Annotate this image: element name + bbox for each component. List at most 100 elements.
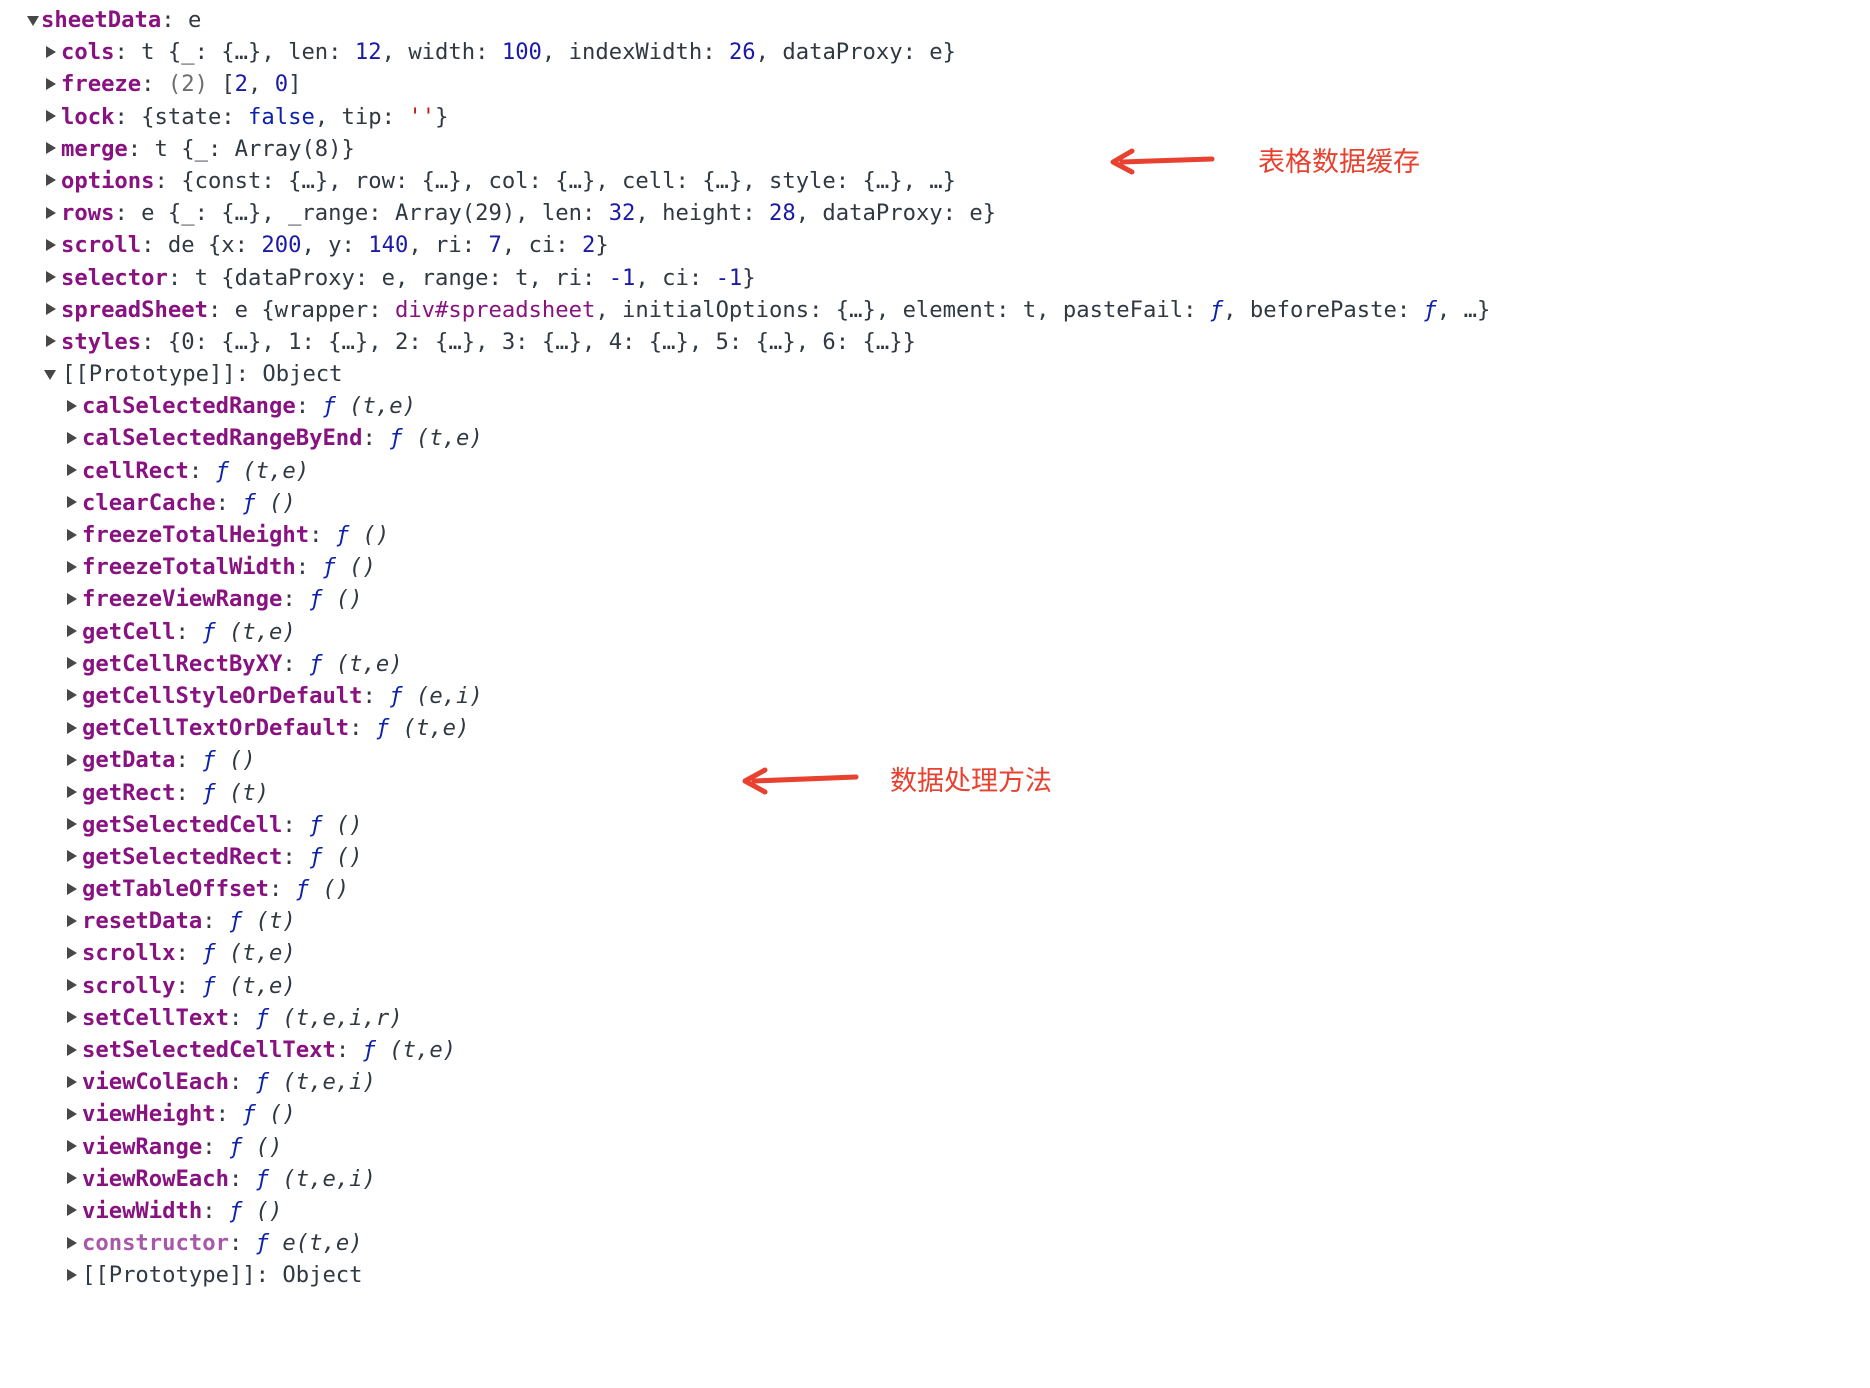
collapsed-triangle-icon[interactable] — [46, 77, 56, 90]
collapsed-triangle-icon[interactable] — [67, 399, 77, 412]
tree-row-method[interactable]: scrolly: ƒ (t,e) — [0, 970, 1870, 1002]
constructor-value: e(t,e) — [282, 1230, 363, 1257]
collapsed-triangle-icon[interactable] — [67, 592, 77, 605]
tree-row-method[interactable]: getSelectedRect: ƒ () — [0, 841, 1870, 873]
tree-row-merge[interactable]: merge: t {_: Array(8)} — [0, 133, 1870, 165]
collapsed-triangle-icon[interactable] — [46, 303, 56, 316]
collapsed-triangle-icon[interactable] — [67, 464, 77, 477]
tree-row-method[interactable]: viewColEach: ƒ (t,e,i) — [0, 1066, 1870, 1098]
method-args: (t,e) — [415, 425, 483, 452]
collapsed-triangle-icon[interactable] — [46, 142, 56, 155]
collapsed-triangle-icon[interactable] — [46, 238, 56, 251]
tree-row-method[interactable]: viewWidth: ƒ () — [0, 1195, 1870, 1227]
function-symbol: ƒ — [202, 747, 216, 774]
collapsed-triangle-icon[interactable] — [46, 110, 56, 123]
tree-row-inner-prototype[interactable]: [[Prototype]]: Object — [0, 1259, 1870, 1291]
tree-row-method[interactable]: resetData: ƒ (t) — [0, 905, 1870, 937]
collapsed-triangle-icon[interactable] — [67, 1075, 77, 1088]
tree-row-method[interactable]: calSelectedRangeByEnd: ƒ (t,e) — [0, 422, 1870, 454]
prototype-label: [[Prototype]] — [82, 1262, 256, 1289]
tree-row-method[interactable]: freezeTotalWidth: ƒ () — [0, 551, 1870, 583]
tree-row-method[interactable]: viewRange: ƒ () — [0, 1131, 1870, 1163]
collapsed-triangle-icon[interactable] — [46, 206, 56, 219]
value-token: 28 — [769, 200, 796, 227]
tree-row-method[interactable]: getCellRectByXY: ƒ (t,e) — [0, 648, 1870, 680]
tree-row-prototype[interactable]: [[Prototype]]: Object — [0, 358, 1870, 390]
tree-row-method[interactable]: getTableOffset: ƒ () — [0, 873, 1870, 905]
tree-row-method[interactable]: viewRowEach: ƒ (t,e,i) — [0, 1163, 1870, 1195]
collapsed-triangle-icon[interactable] — [67, 496, 77, 509]
tree-row-method[interactable]: getCellStyleOrDefault: ƒ (e,i) — [0, 680, 1870, 712]
collapsed-triangle-icon[interactable] — [67, 882, 77, 895]
tree-row-method[interactable]: freezeViewRange: ƒ () — [0, 583, 1870, 615]
value-token: e {wrapper: — [234, 296, 395, 323]
method-name: freezeViewRange — [82, 586, 283, 613]
method-name: getSelectedCell — [82, 811, 283, 838]
tree-row-cols[interactable]: cols: t {_: {…}, len: 12, width: 100, in… — [0, 36, 1870, 68]
property-key: selector — [61, 264, 168, 291]
collapsed-triangle-icon[interactable] — [67, 657, 77, 670]
tree-row-method[interactable]: getCell: ƒ (t,e) — [0, 616, 1870, 648]
value-token: 0 — [274, 71, 289, 98]
collapsed-triangle-icon[interactable] — [46, 174, 56, 187]
tree-row-method[interactable]: clearCache: ƒ () — [0, 487, 1870, 519]
collapsed-triangle-icon[interactable] — [67, 1140, 77, 1153]
collapsed-triangle-icon[interactable] — [67, 1204, 77, 1217]
tree-row-method[interactable]: calSelectedRange: ƒ (t,e) — [0, 390, 1870, 422]
function-symbol: ƒ — [255, 1230, 270, 1257]
collapsed-triangle-icon[interactable] — [67, 689, 77, 702]
collapsed-triangle-icon[interactable] — [46, 45, 56, 58]
expanded-triangle-icon[interactable] — [27, 16, 39, 26]
property-key: merge — [61, 135, 128, 162]
function-symbol: ƒ — [255, 1165, 270, 1192]
collapsed-triangle-icon[interactable] — [67, 1043, 77, 1056]
collapsed-triangle-icon[interactable] — [67, 1011, 77, 1024]
tree-row-method[interactable]: scrollx: ƒ (t,e) — [0, 937, 1870, 969]
tree-row-method[interactable]: getCellTextOrDefault: ƒ (t,e) — [0, 712, 1870, 744]
collapsed-triangle-icon[interactable] — [67, 786, 77, 798]
collapsed-triangle-icon[interactable] — [67, 753, 77, 766]
collapsed-triangle-icon[interactable] — [67, 431, 77, 444]
tree-row-method[interactable]: getRect: ƒ (t) — [0, 777, 1870, 809]
collapsed-triangle-icon[interactable] — [67, 914, 77, 927]
tree-row-lock[interactable]: lock: {state: false, tip: ''} — [0, 101, 1870, 133]
value-token: , beforePaste: — [1223, 296, 1424, 323]
collapsed-triangle-icon[interactable] — [46, 271, 56, 283]
prototype-label: [[Prototype]] — [62, 361, 236, 388]
tree-row-spreadsheet[interactable]: spreadSheet: e {wrapper: div#spreadsheet… — [0, 294, 1870, 326]
collapsed-triangle-icon[interactable] — [67, 850, 77, 863]
tree-row-options[interactable]: options: {const: {…}, row: {…}, col: {…}… — [0, 165, 1870, 197]
tree-row-sheetdata[interactable]: sheetData: e — [0, 4, 1870, 36]
tree-row-scroll[interactable]: scroll: de {x: 200, y: 140, ri: 7, ci: 2… — [0, 229, 1870, 261]
collapsed-triangle-icon[interactable] — [67, 721, 77, 734]
collapsed-triangle-icon[interactable] — [67, 1268, 77, 1281]
method-name: resetData — [82, 908, 203, 935]
collapsed-triangle-icon[interactable] — [67, 818, 77, 831]
tree-row-selector[interactable]: selector: t {dataProxy: e, range: t, ri:… — [0, 262, 1870, 294]
tree-row-method[interactable]: getData: ƒ () — [0, 744, 1870, 776]
collapsed-triangle-icon[interactable] — [67, 560, 77, 573]
tree-row-method[interactable]: cellRect: ƒ (t,e) — [0, 455, 1870, 487]
method-args: (t) — [255, 908, 296, 935]
collapsed-triangle-icon[interactable] — [46, 335, 56, 348]
annotation-data-methods: 数据处理方法 — [740, 759, 1052, 798]
tree-row-method[interactable]: getSelectedCell: ƒ () — [0, 809, 1870, 841]
tree-row-method[interactable]: freezeTotalHeight: ƒ () — [0, 519, 1870, 551]
property-key: scroll — [61, 232, 142, 259]
collapsed-triangle-icon[interactable] — [67, 1172, 77, 1185]
collapsed-triangle-icon[interactable] — [67, 528, 77, 541]
tree-row-rows[interactable]: rows: e {_: {…}, _range: Array(29), len:… — [0, 197, 1870, 229]
tree-row-method[interactable]: viewHeight: ƒ () — [0, 1098, 1870, 1130]
collapsed-triangle-icon[interactable] — [67, 1107, 77, 1120]
tree-row-constructor[interactable]: constructor: ƒ e(t,e) — [0, 1227, 1870, 1259]
expanded-triangle-icon[interactable] — [44, 370, 56, 381]
tree-row-styles[interactable]: styles: {0: {…}, 1: {…}, 2: {…}, 3: {…},… — [0, 326, 1870, 358]
collapsed-triangle-icon[interactable] — [67, 946, 77, 959]
tree-row-method[interactable]: setCellText: ƒ (t,e,i,r) — [0, 1002, 1870, 1034]
collapsed-triangle-icon[interactable] — [67, 1236, 77, 1249]
tree-row-method[interactable]: setSelectedCellText: ƒ (t,e) — [0, 1034, 1870, 1066]
method-args: (t,e) — [389, 1037, 457, 1063]
collapsed-triangle-icon[interactable] — [67, 625, 77, 638]
collapsed-triangle-icon[interactable] — [67, 979, 77, 992]
tree-row-freeze[interactable]: freeze: (2) [2, 0] — [0, 68, 1870, 100]
